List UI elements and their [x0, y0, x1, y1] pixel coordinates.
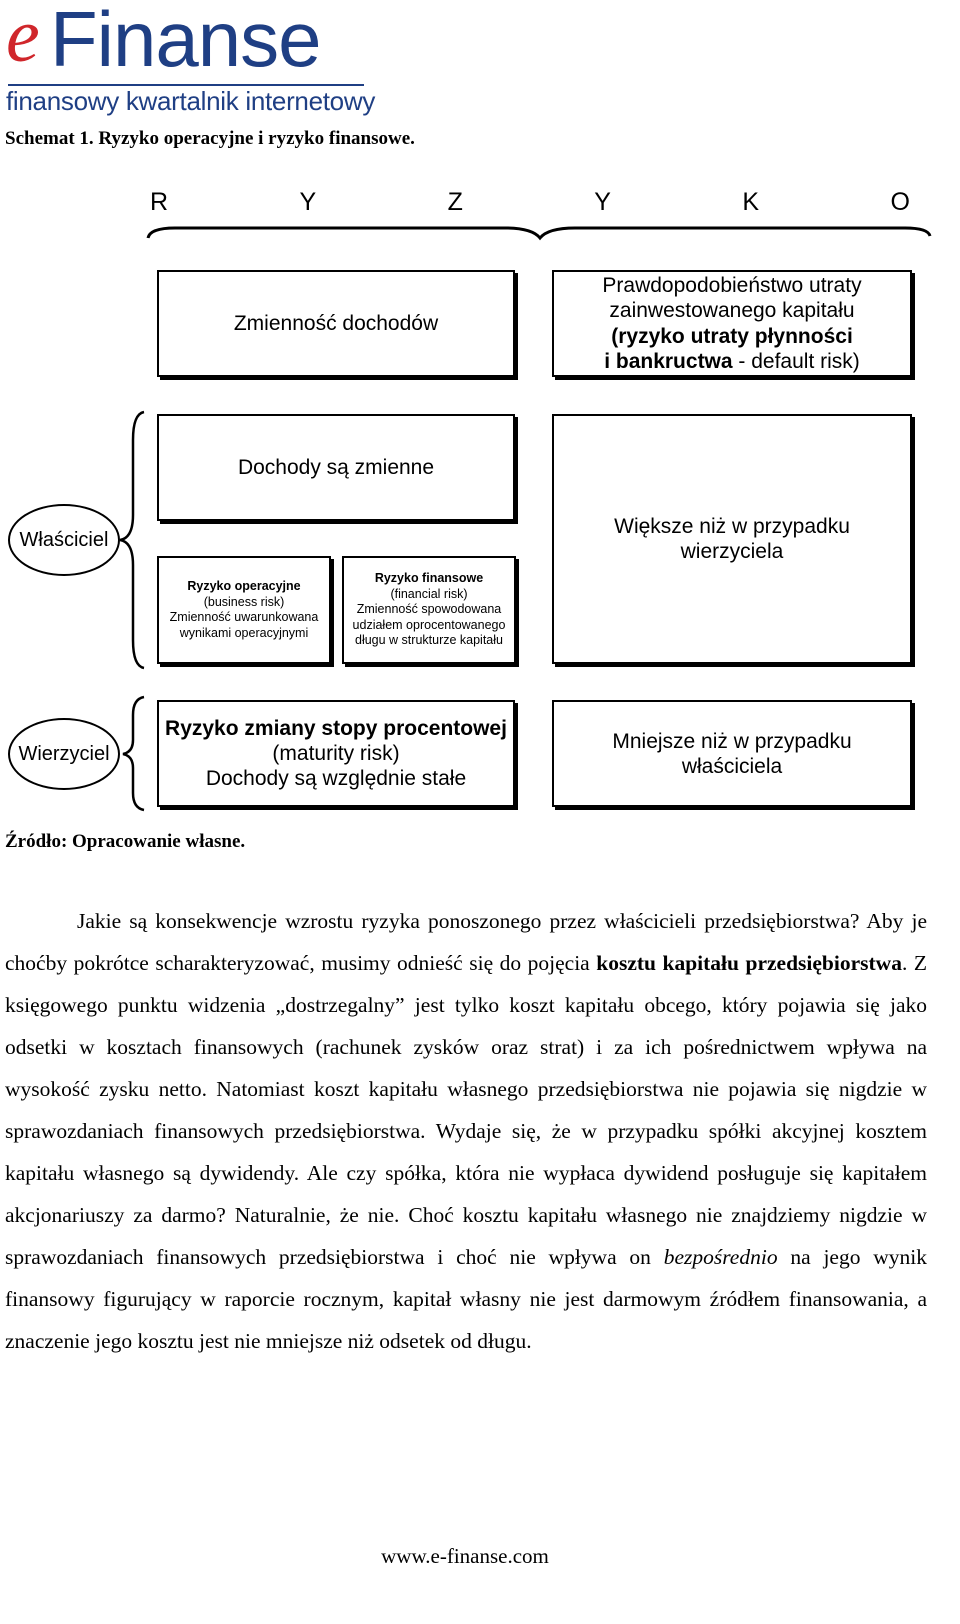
- header-letter: Z: [447, 188, 463, 216]
- box-default-probability: Prawdopodobieństwo utraty zainwestowaneg…: [552, 270, 912, 377]
- header-letter: R: [150, 188, 169, 216]
- interest-line-2: (maturity risk): [272, 742, 400, 765]
- header-letter: O: [890, 188, 910, 216]
- owner-brace: [119, 410, 145, 670]
- creditor-brace: [122, 695, 145, 812]
- logo-rule: [8, 84, 364, 86]
- logo-e-letter: e: [6, 0, 40, 78]
- header-letter: K: [742, 188, 760, 216]
- paragraph-italic-term: bezpośrednio: [663, 1245, 778, 1269]
- box-greater-risk: Większe niż w przypadku wierzyciela: [552, 414, 912, 664]
- financial-line-2: (financial risk): [390, 586, 468, 601]
- header-letter: Y: [594, 188, 611, 216]
- financial-line-3: Zmienność spowodowana: [356, 602, 502, 617]
- creditor-oval: Wierzyciel: [8, 718, 120, 790]
- paragraph-bold-term: kosztu kapitału przedsiębiorstwa: [596, 951, 902, 975]
- owner-label: Właściciel: [19, 528, 109, 551]
- smaller-line-1: Mniejsze niż w przypadku: [612, 729, 852, 753]
- operational-title: Ryzyko operacyjne: [187, 579, 301, 593]
- box-financial-risk: Ryzyko finansowe (financial risk) Zmienn…: [342, 556, 516, 664]
- source-note: Źródło: Opracowanie własne.: [5, 831, 246, 852]
- box-income-variability-text: Zmienność dochodów: [233, 312, 439, 335]
- greater-line-2: wierzyciela: [680, 540, 784, 563]
- probability-line-3: (ryzyko utraty płynności: [611, 324, 853, 348]
- probability-line-4-rest: - default risk): [732, 350, 860, 373]
- probability-line-1: Prawdopodobieństwo utraty: [602, 273, 862, 297]
- operational-line-3: Zmienność uwarunkowana: [169, 610, 319, 624]
- financial-line-4: udziałem oprocentowanego: [352, 617, 506, 632]
- probability-line-4-bold: i bankructwa: [604, 350, 733, 373]
- diagram-header-letters: R Y Z Y K O: [150, 188, 910, 217]
- probability-line-2: zainwestowanego kapitału: [609, 299, 855, 322]
- probability-line-4: i bankructwa - default risk): [604, 349, 860, 375]
- paragraph-text-1: Jakie są konsekwencje wzrostu ryzyka pon…: [5, 909, 927, 975]
- paragraph-text-2: . Z księgowego punktu widzenia „dostrzeg…: [5, 951, 927, 1269]
- paragraph-text-3: na jego wynik finansowy figurujący w rap…: [5, 1245, 927, 1353]
- financial-title: Ryzyko finansowe: [374, 571, 484, 586]
- box-income-variability: Zmienność dochodów: [157, 270, 515, 377]
- owner-oval: Właściciel: [8, 504, 120, 576]
- logo-name: Finanse: [50, 0, 321, 83]
- figure-caption: Schemat 1. Ryzyko operacyjne i ryzyko fi…: [5, 128, 415, 149]
- interest-line-3: Dochody są względnie stałe: [205, 767, 467, 790]
- smaller-line-2: właściciela: [681, 754, 783, 778]
- header-letter: Y: [299, 188, 317, 216]
- creditor-label: Wierzyciel: [18, 742, 110, 765]
- operational-line-2: (business risk): [203, 594, 285, 609]
- box-income-variable-text: Dochody są zmienne: [237, 456, 435, 479]
- top-brace: [146, 226, 932, 241]
- box-interest-risk: Ryzyko zmiany stopy procentowej (maturit…: [157, 700, 515, 807]
- greater-line-1: Większe niż w przypadku: [614, 515, 850, 538]
- footer-url[interactable]: www.e-finanse.com: [381, 1544, 549, 1568]
- box-operational-risk: Ryzyko operacyjne (business risk) Zmienn…: [157, 556, 331, 664]
- box-smaller-risk: Mniejsze niż w przypadku właściciela: [552, 700, 912, 807]
- financial-line-5: długu w strukturze kapitału: [355, 633, 503, 648]
- logo-subtitle: finansowy kwartalnik internetowy: [6, 86, 376, 116]
- operational-line-4: wynikami operacyjnymi: [179, 625, 309, 640]
- box-income-variable: Dochody są zmienne: [157, 414, 515, 521]
- body-paragraph: Jakie są konsekwencje wzrostu ryzyka pon…: [5, 900, 927, 1362]
- interest-line-1: Ryzyko zmiany stopy procentowej: [165, 717, 507, 740]
